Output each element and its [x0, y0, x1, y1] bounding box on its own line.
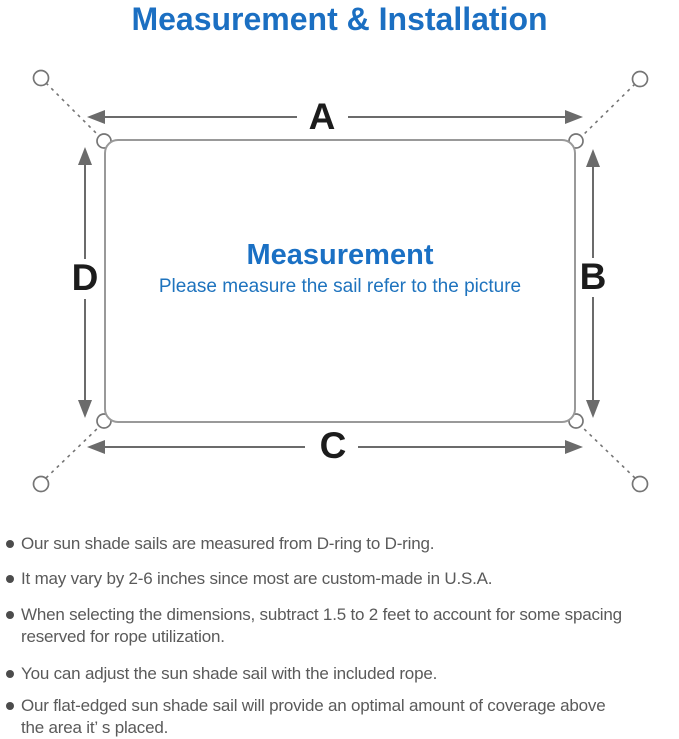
rope-bottom-left — [45, 424, 102, 479]
dimension-arrows — [78, 110, 600, 454]
arrow-c-right-head-icon — [565, 440, 583, 454]
note-text: When selecting the dimensions, subtract … — [21, 605, 622, 646]
bullet-icon — [6, 670, 14, 678]
bullet-icon — [6, 540, 14, 548]
arrow-c-left-head-icon — [87, 440, 105, 454]
sail-center-text: Measurement Please measure the sail refe… — [105, 239, 575, 298]
rope-bottom-right — [579, 424, 636, 479]
list-item: You can adjust the sun shade sail with t… — [6, 663, 673, 685]
list-item: It may vary by 2-6 inches since most are… — [6, 568, 673, 590]
arrow-b-up-head-icon — [586, 149, 600, 167]
rope-dashed-lines — [45, 82, 636, 479]
dimension-label-c: C — [319, 425, 347, 466]
arrow-a-left-head-icon — [87, 110, 105, 124]
list-item: Our flat-edged sun shade sail will provi… — [6, 695, 673, 739]
anchor-rings — [32, 69, 649, 493]
arrow-a-right-head-icon — [565, 110, 583, 124]
bullet-icon — [6, 575, 14, 583]
list-item: Our sun shade sails are measured from D-… — [6, 533, 673, 555]
anchor-ring-bottom-right-icon — [631, 475, 649, 493]
note-text: Our sun shade sails are measured from D-… — [21, 534, 435, 553]
note-text: Our flat-edged sun shade sail will provi… — [21, 696, 606, 737]
note-text: You can adjust the sun shade sail with t… — [21, 664, 438, 683]
bullet-icon — [6, 702, 14, 710]
list-item: When selecting the dimensions, subtract … — [6, 604, 673, 648]
measurement-subheading: Please measure the sail refer to the pic… — [158, 276, 522, 297]
arrow-d-down-head-icon — [78, 400, 92, 418]
arrow-d-up-head-icon — [78, 147, 92, 165]
rope-top-left — [45, 82, 102, 139]
dimension-label-b: B — [579, 256, 607, 297]
dimension-label-a: A — [308, 96, 336, 137]
notes-list: Our sun shade sails are measured from D-… — [6, 533, 673, 739]
dimension-label-d: D — [71, 257, 99, 298]
rope-top-right — [579, 83, 636, 139]
sail-outline — [104, 139, 576, 423]
bullet-icon — [6, 611, 14, 619]
page-title: Measurement & Installation — [131, 1, 548, 37]
note-text: It may vary by 2-6 inches since most are… — [21, 569, 493, 588]
measurement-heading: Measurement — [246, 239, 434, 271]
anchor-ring-bottom-left-icon — [32, 475, 50, 493]
arrow-b-down-head-icon — [586, 400, 600, 418]
anchor-ring-top-left-icon — [32, 69, 50, 87]
anchor-ring-top-right-icon — [631, 70, 649, 88]
